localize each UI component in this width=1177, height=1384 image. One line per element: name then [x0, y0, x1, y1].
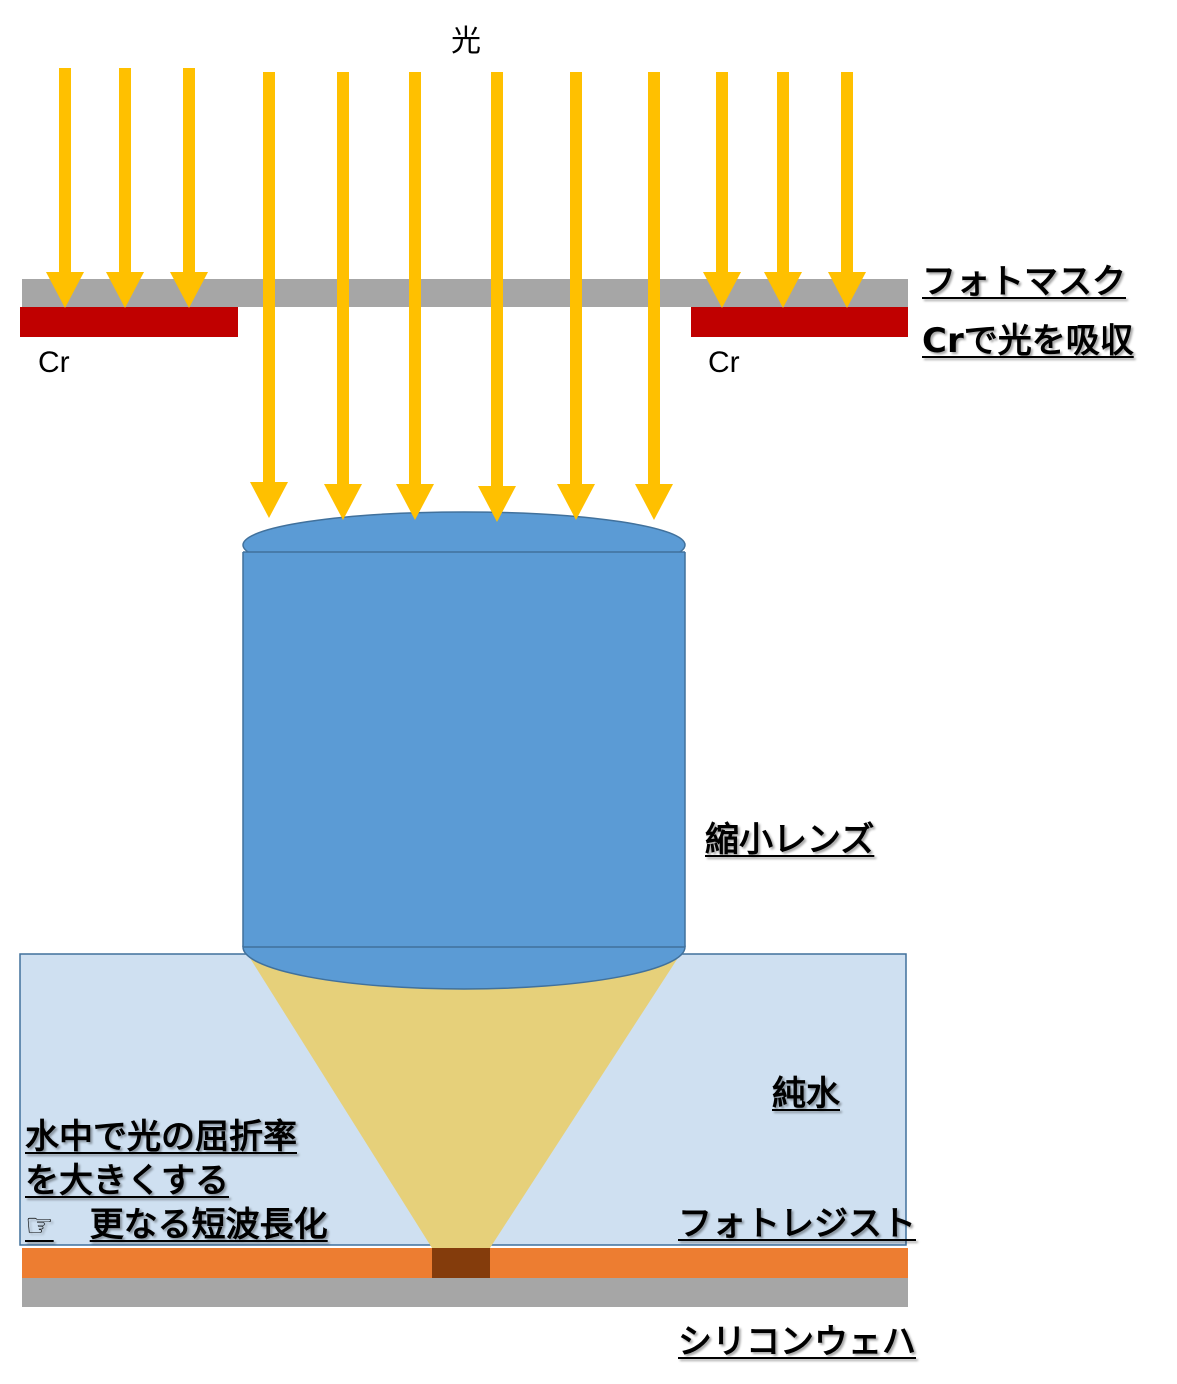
- photoresist-label: フォトレジスト: [678, 1204, 916, 1244]
- chrome-left: [20, 307, 238, 337]
- focused-light-cone: [243, 947, 685, 1248]
- light-rays: [46, 68, 866, 522]
- silicon-wafer: [22, 1278, 908, 1307]
- photomask-glass: [22, 279, 908, 307]
- chrome-right: [691, 307, 908, 337]
- light-ray-arrow-transmitted: [478, 72, 516, 522]
- pointing-hand-icon: ☞: [25, 1206, 54, 1244]
- note-line-3-text: 更なる短波長化: [89, 1205, 328, 1245]
- note-line-2: を大きくする: [25, 1161, 229, 1201]
- light-ray-arrow-transmitted: [396, 72, 434, 520]
- exposed-resist-region: [432, 1248, 490, 1278]
- light-label: 光: [451, 24, 481, 59]
- lens-label: 縮小レンズ: [705, 820, 875, 860]
- pure-water-label: 純水: [772, 1074, 840, 1114]
- light-ray-arrow-blocked: [764, 72, 802, 308]
- cr-left-label: Cr: [38, 346, 70, 379]
- cr-absorb-label: Crで光を吸収: [922, 321, 1134, 361]
- light-ray-arrow-transmitted: [250, 72, 288, 518]
- light-ray-arrow-blocked: [46, 68, 84, 308]
- reduction-lens: [243, 552, 685, 947]
- light-ray-arrow-transmitted: [635, 72, 673, 520]
- light-ray-arrow-blocked: [828, 72, 866, 308]
- light-ray-arrow-blocked: [106, 68, 144, 308]
- note-line-3: ☞ 更なる短波長化: [25, 1197, 328, 1246]
- cr-right-label: Cr: [708, 346, 740, 379]
- light-ray-arrow-blocked: [170, 68, 208, 308]
- wafer-label: シリコンウェハ: [678, 1322, 916, 1362]
- light-ray-arrow-blocked: [703, 72, 741, 308]
- light-ray-arrow-transmitted: [324, 72, 362, 520]
- photomask-label: フォトマスク: [922, 262, 1126, 302]
- light-ray-arrow-transmitted: [557, 72, 595, 520]
- note-line-1: 水中で光の屈折率: [25, 1117, 297, 1157]
